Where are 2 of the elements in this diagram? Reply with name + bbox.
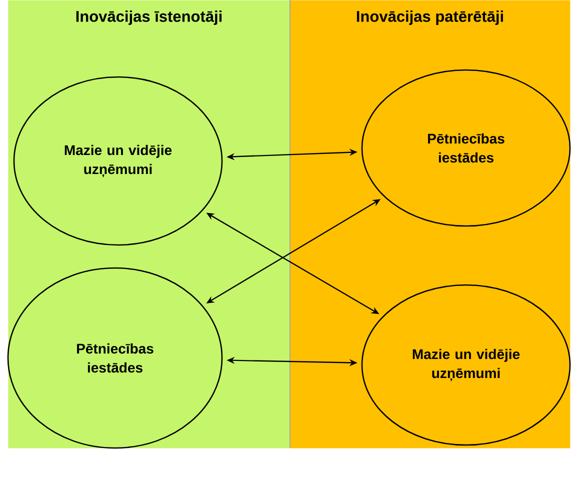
- heading: Inovācijas īstenotāji: [76, 10, 222, 25]
- heading: Inovācijas patērētāji: [356, 10, 503, 25]
